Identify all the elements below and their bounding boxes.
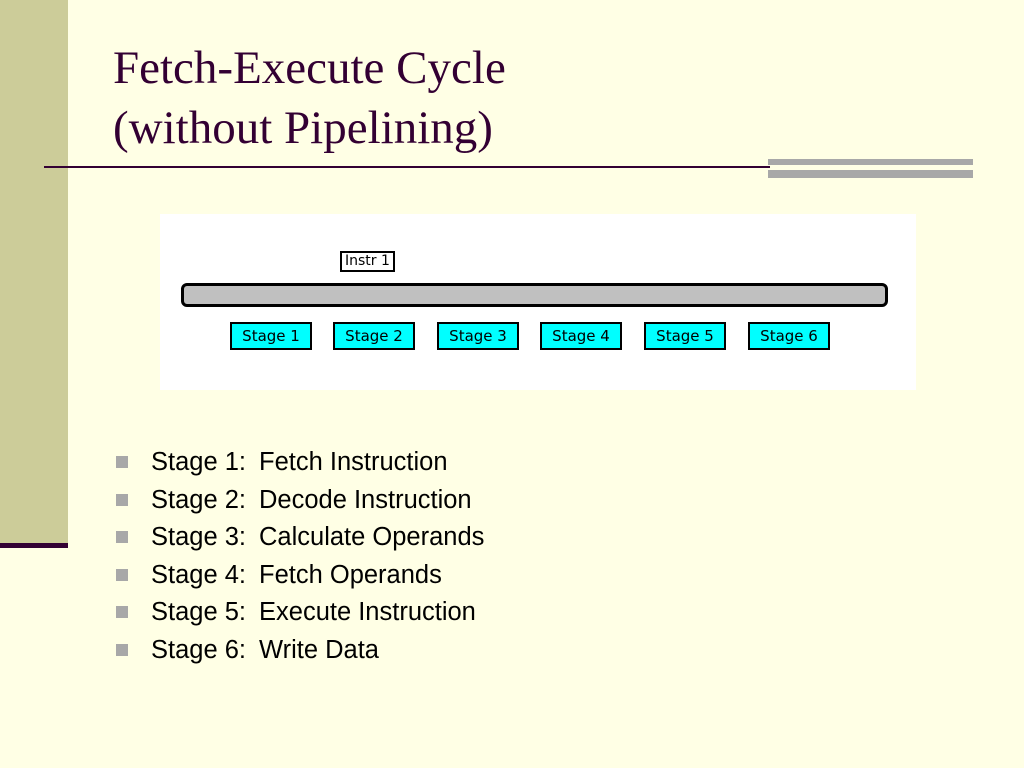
stage-box-4: Stage 4 bbox=[540, 322, 622, 350]
stage-list-description: Write Data bbox=[259, 635, 379, 664]
stage-list-item: Stage 4: Fetch Operands bbox=[113, 557, 484, 595]
slide-title: Fetch-Execute Cycle (without Pipelining) bbox=[113, 38, 506, 158]
square-bullet-icon bbox=[116, 531, 128, 544]
square-bullet-icon bbox=[116, 606, 128, 619]
square-bullet-icon bbox=[116, 493, 128, 506]
title-line-2: (without Pipelining) bbox=[113, 102, 493, 154]
stage-row: Stage 1 Stage 2 Stage 3 Stage 4 Stage 5 Stage… bbox=[160, 322, 916, 352]
side-band-rule bbox=[0, 543, 68, 548]
title-line-1: Fetch-Execute Cycle bbox=[113, 42, 506, 94]
stage-list-description: Decode Instruction bbox=[259, 485, 472, 514]
stage-box-3: Stage 3 bbox=[437, 322, 519, 350]
stage-list-item: Stage 2: Decode Instruction bbox=[113, 482, 484, 520]
title-accent-bar-top bbox=[768, 159, 973, 165]
stage-list-stage: Stage 3: bbox=[151, 523, 246, 552]
stage-list-stage: Stage 5: bbox=[151, 598, 246, 627]
stage-list-item: Stage 3: Calculate Operands bbox=[113, 519, 484, 557]
stage-list-item: Stage 6: Write Data bbox=[113, 632, 484, 670]
square-bullet-icon bbox=[116, 568, 128, 581]
square-bullet-icon bbox=[116, 643, 128, 656]
pipeline-bar bbox=[181, 283, 888, 307]
title-accent-bar-bottom bbox=[768, 170, 973, 178]
stage-list-description: Execute Instruction bbox=[259, 598, 476, 627]
stage-list-item: Stage 1: Fetch Instruction bbox=[113, 444, 484, 482]
stage-list-description: Calculate Operands bbox=[259, 523, 485, 552]
instruction-label: Instr 1 bbox=[340, 251, 395, 272]
stage-box-1: Stage 1 bbox=[230, 322, 312, 350]
stage-list-stage: Stage 6: bbox=[151, 635, 246, 664]
stage-list-stage: Stage 1: bbox=[151, 448, 246, 476]
square-bullet-icon bbox=[116, 456, 128, 468]
stage-box-2: Stage 2 bbox=[333, 322, 415, 350]
title-underline bbox=[44, 166, 770, 168]
stage-box-6: Stage 6 bbox=[748, 322, 830, 350]
stage-list-description: Fetch Operands bbox=[259, 560, 442, 589]
side-band bbox=[0, 0, 68, 546]
stage-box-5: Stage 5 bbox=[644, 322, 726, 350]
stage-list-stage: Stage 4: bbox=[151, 560, 246, 589]
stage-list-description: Fetch Instruction bbox=[259, 448, 448, 476]
stage-list-item: Stage 5: Execute Instruction bbox=[113, 594, 484, 632]
stage-list-stage: Stage 2: bbox=[151, 485, 246, 514]
